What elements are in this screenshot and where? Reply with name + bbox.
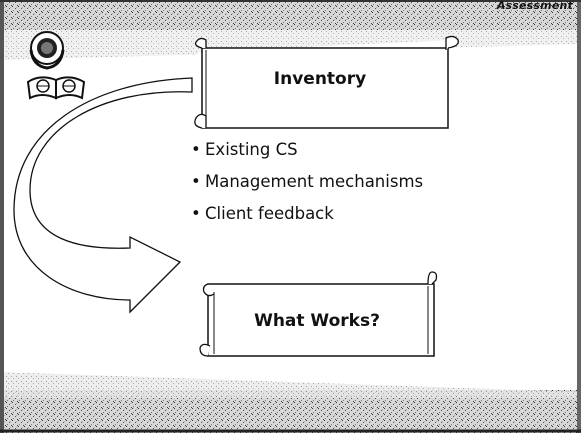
inventory-title: Inventory [273, 69, 367, 89]
bullet-text: Client feedback [205, 204, 334, 223]
bullet-item: •Management mechanisms [191, 171, 423, 203]
bullet-list: •Existing CS •Management mechanisms •Cli… [191, 139, 423, 235]
bullet-text: Existing CS [205, 140, 298, 159]
logos [26, 31, 86, 100]
un-emblem-icon [29, 31, 65, 70]
bullet-dot-icon: • [191, 140, 201, 159]
curved-arrow-icon [13, 77, 193, 314]
bullet-item: •Client feedback [191, 203, 423, 235]
bottom-scroll-banner [199, 271, 438, 357]
bullet-dot-icon: • [191, 204, 201, 223]
bullet-dot-icon: • [191, 172, 201, 191]
open-book-globe-icon [26, 76, 86, 100]
bullet-item: •Existing CS [191, 139, 423, 171]
section-label: Assessment [496, 0, 573, 12]
top-scroll-banner [194, 35, 459, 129]
bullet-text: Management mechanisms [205, 172, 424, 191]
what-works-title: What Works? [254, 311, 380, 331]
